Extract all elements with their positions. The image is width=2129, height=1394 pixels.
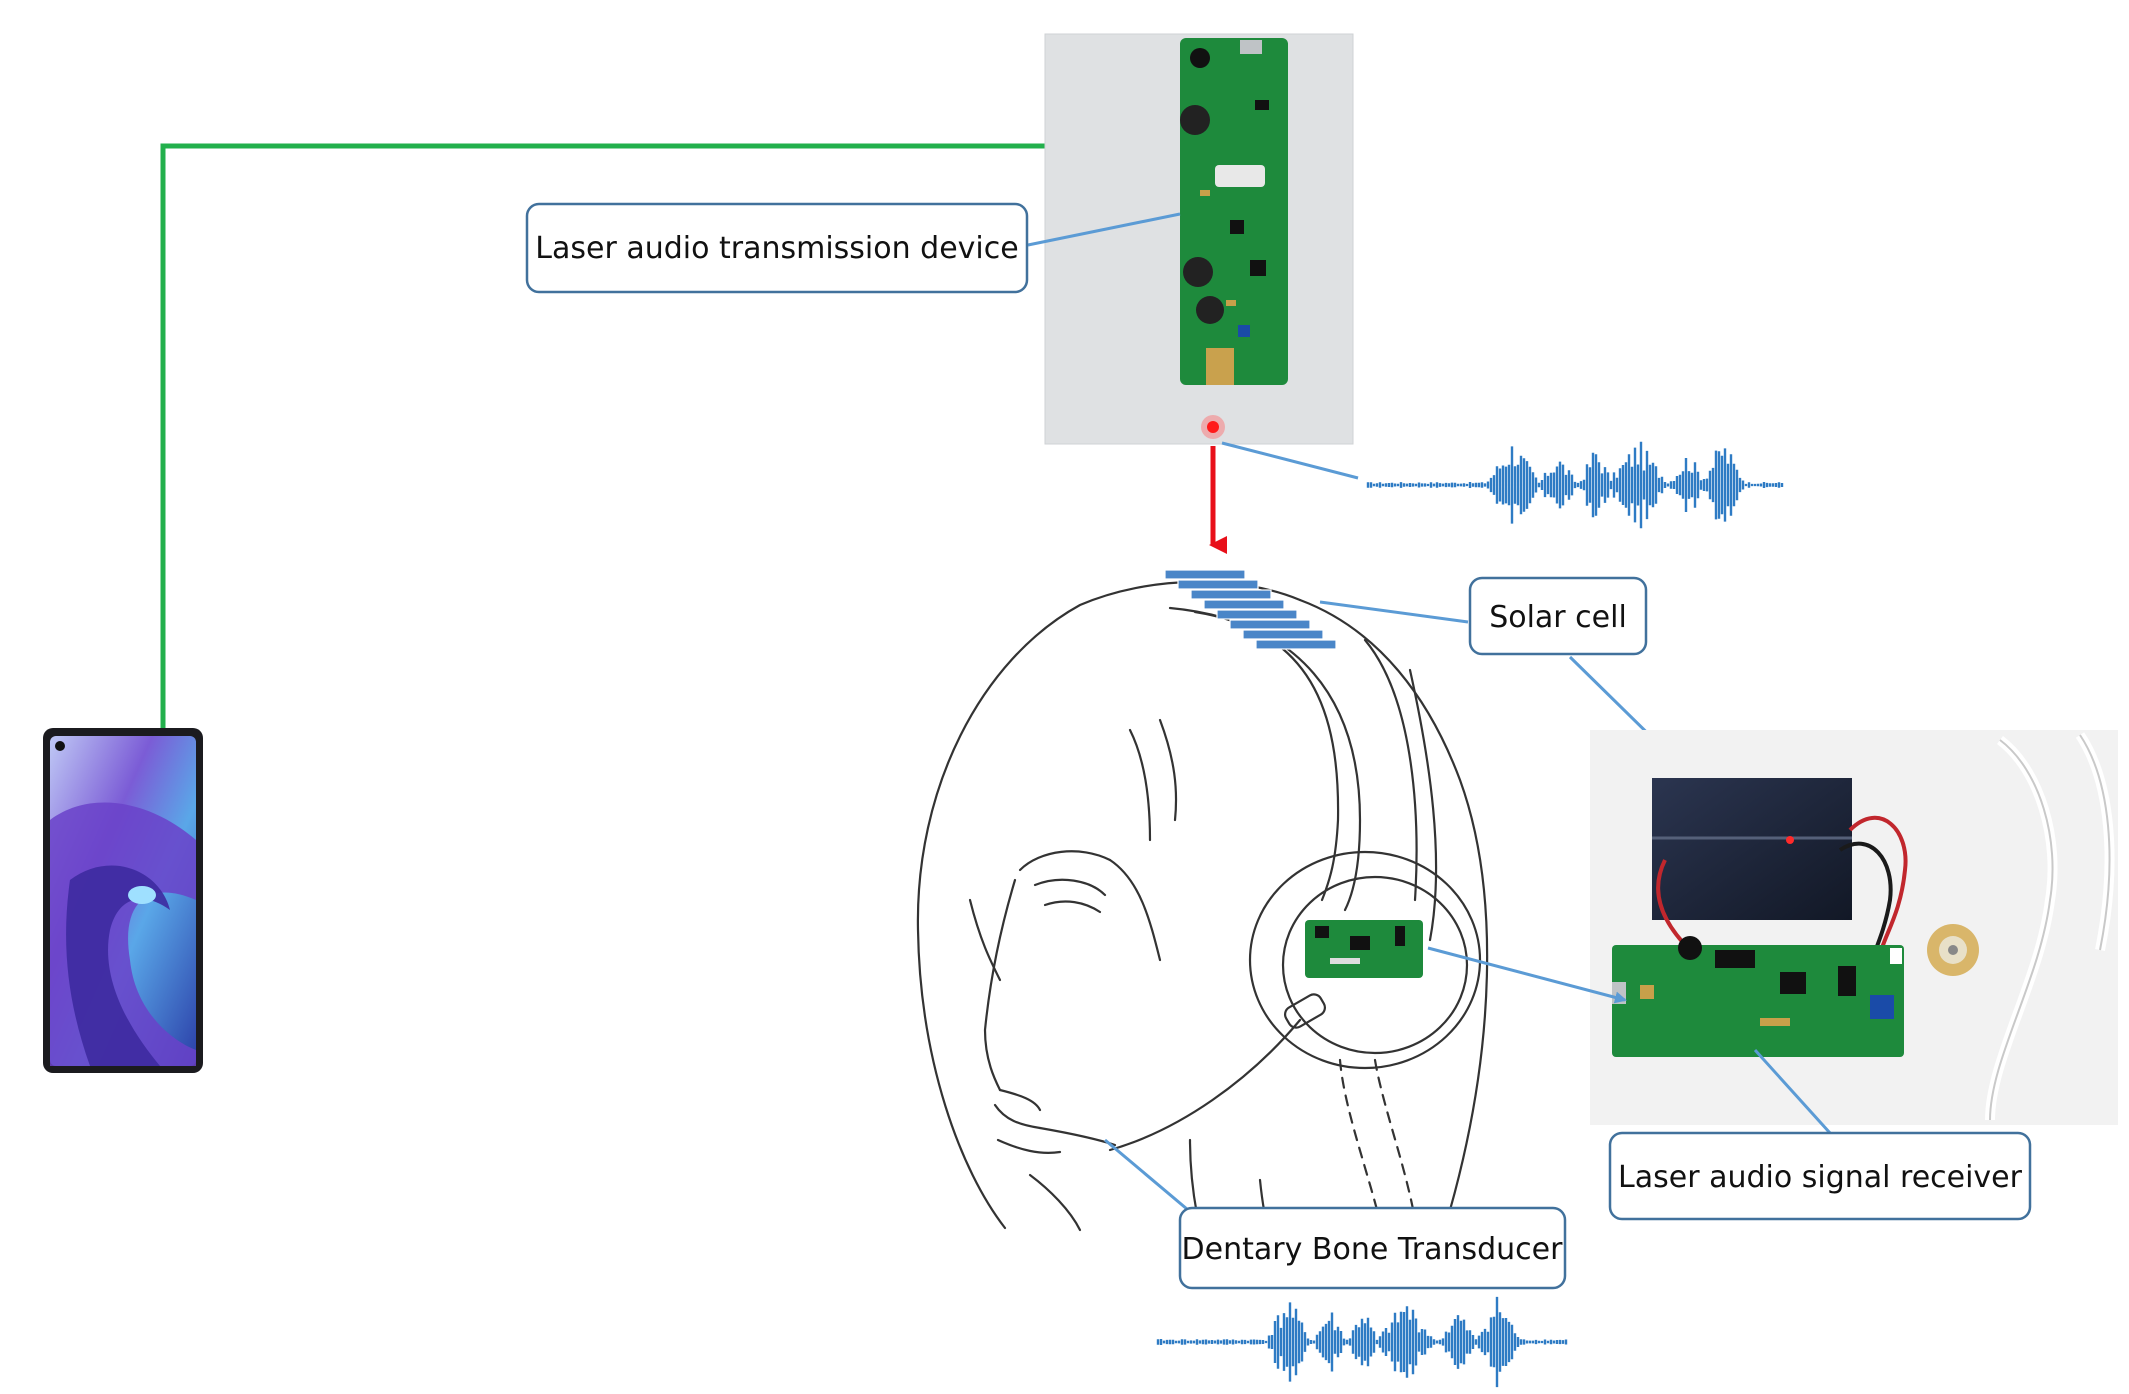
laser-dot-icon [1201,415,1225,439]
red-wire [1848,815,1908,961]
earcup-to-receiver-arrow [1427,946,1627,1004]
glasses-outline [1989,734,2111,1121]
transducer-callout-line [1104,1138,1201,1222]
solar-label-box: Solar cell [1468,576,1648,656]
waveform-trace [1366,441,1784,529]
solar-panel-icon [1652,778,1852,920]
solar-strip [1190,589,1272,600]
receiver-photo [1590,730,2118,1125]
transducer-label-box: Dentary Bone Transducer [1178,1206,1567,1290]
bone-transducer-photo [1927,924,1979,976]
solar-strip [1177,579,1259,590]
transducer-label: Dentary Bone Transducer [1182,1232,1564,1267]
solar-strip [1242,629,1324,640]
audio-waveform-icon [1156,1296,1568,1388]
transmitter-photo [1044,33,1354,445]
earcup-pcb-icon [1305,920,1423,978]
solar-strip [1216,609,1298,620]
solar-strip [1229,619,1311,630]
pcb-photo-icon [1180,38,1288,385]
phone-cable [160,143,1045,728]
transmitter-label: Laser audio transmission device [535,231,1018,266]
pcb-photo-icon [1612,936,1904,1057]
transmitter-label-box: Laser audio transmission device [525,202,1029,294]
smartphone-icon [43,728,203,1073]
transmitter-callout-line [1027,212,1181,247]
solar-callout-line [1319,600,1469,624]
solar-strip [1255,639,1337,650]
waveform-top-callout-line [1221,441,1359,480]
solar-strip [1164,569,1246,580]
receiver-label-box: Laser audio signal receiver [1608,1131,2032,1221]
receiver-label: Laser audio signal receiver [1618,1160,2023,1195]
receiver-callout-line [1753,1048,1832,1135]
audio-waveform-icon [1366,441,1784,529]
solar-strip [1203,599,1285,610]
waveform-trace [1156,1296,1568,1388]
head-solar-cell-icon [1164,569,1337,650]
solar-label: Solar cell [1489,600,1627,635]
